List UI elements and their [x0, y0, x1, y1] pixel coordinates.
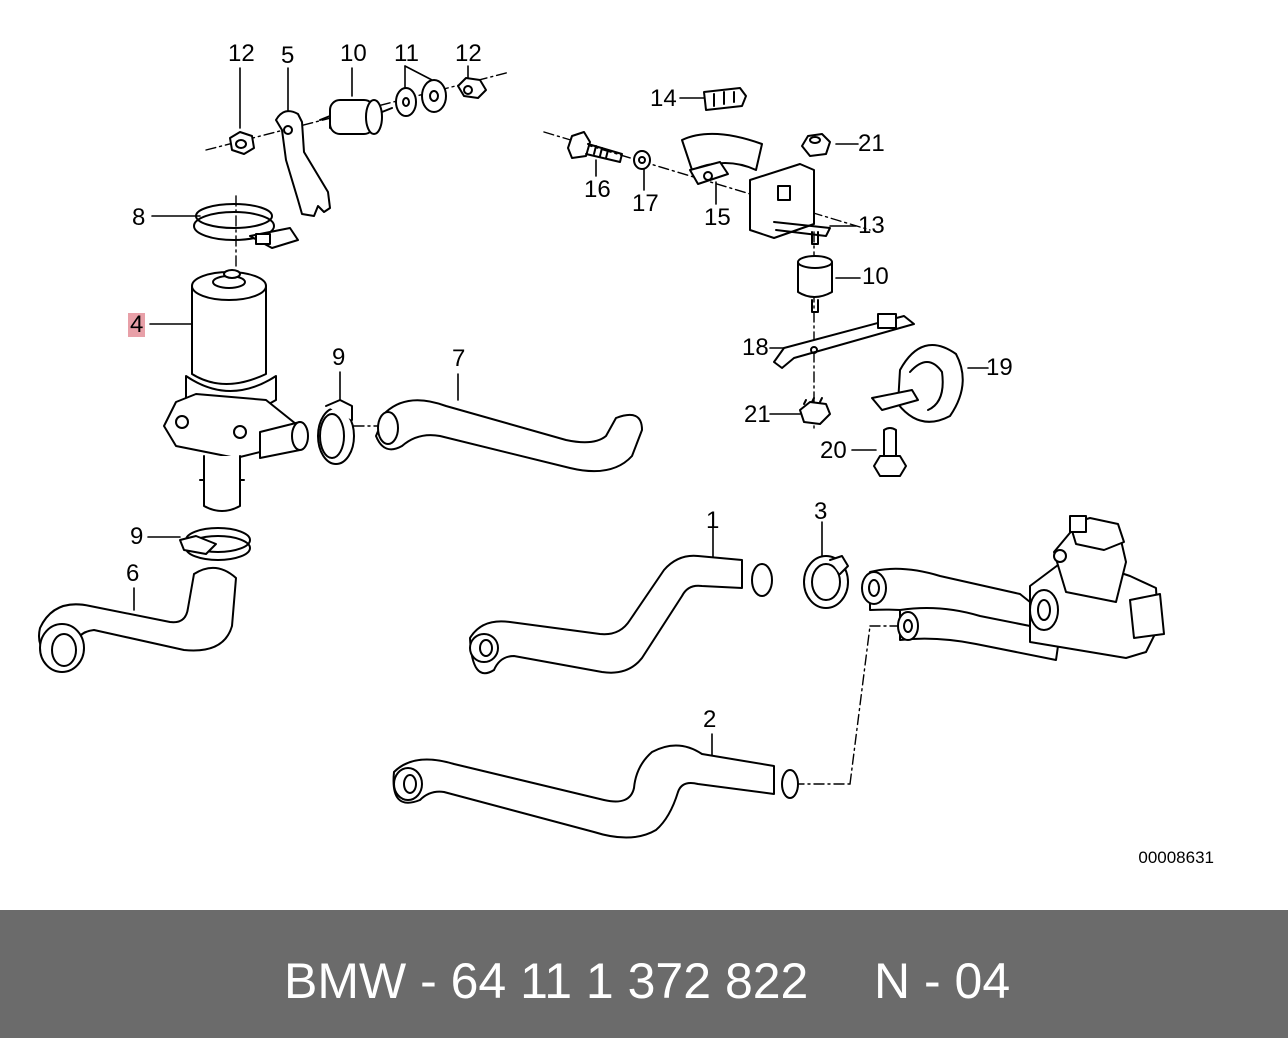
washers-part-11: [395, 79, 447, 117]
parts-diagram: 12 5 10 11 12 8 4 9 7 9 6 1 3 2 14 16 17…: [38, 40, 1214, 867]
nut-part-21-lower: [799, 397, 831, 425]
plate-part-18: [773, 313, 915, 369]
exploded-view-drawing: [38, 65, 1165, 839]
clip-part-14: [703, 87, 747, 111]
callout-14: 14: [650, 85, 677, 112]
part-info-banner: BMW - 64 11 1 372 822 N - 04: [0, 910, 1288, 1038]
callout-15: 15: [704, 204, 731, 231]
clamp-part-3: [803, 555, 849, 609]
callout-21: 21: [744, 401, 771, 428]
callout-16: 16: [584, 176, 611, 203]
washer-part-17: [633, 150, 651, 170]
callout-2: 2: [703, 706, 717, 733]
callout-5: 5: [281, 42, 295, 69]
callout-12: 12: [228, 40, 255, 67]
callout-19: 19: [986, 354, 1013, 381]
clamp-part-9-upper: [317, 399, 355, 465]
clamp-part-9-lower: [179, 527, 251, 561]
callout-11: 11: [394, 40, 419, 67]
callout-18: 18: [742, 334, 769, 361]
damper-part-10-left: [319, 99, 393, 135]
callout-9: 9: [332, 344, 346, 371]
callout-10: 10: [862, 263, 889, 290]
nut-part-12-left: [229, 131, 255, 155]
callout-21: 21: [858, 130, 885, 157]
pump-part-4: [163, 269, 309, 512]
damper-part-10-right: [797, 231, 833, 313]
position-code: N - 04: [874, 953, 1011, 1009]
callout-10: 10: [340, 40, 367, 67]
callout-8: 8: [132, 204, 146, 231]
bolt-part-16: [567, 131, 623, 163]
diagram-reference-number: 00008631: [1138, 848, 1214, 867]
callout-13: 13: [858, 212, 885, 239]
hose-part-6: [38, 567, 237, 673]
callout-17: 17: [632, 190, 659, 217]
hose-part-2: [392, 744, 799, 839]
clamp-part-8: [193, 203, 299, 249]
callout-6: 6: [126, 560, 140, 587]
hose-part-7: [375, 399, 643, 473]
callout-9: 9: [130, 523, 144, 550]
callout-3: 3: [814, 498, 828, 525]
callout-12: 12: [455, 40, 482, 67]
nut-part-12-right: [457, 77, 487, 99]
bracket-part-13: [749, 163, 831, 239]
strap-part-15: [681, 132, 763, 185]
part-number: BMW - 64 11 1 372 822: [284, 953, 809, 1009]
callout-20: 20: [820, 437, 847, 464]
mount-part-19: [871, 344, 964, 423]
callout-4-highlighted: 4: [128, 311, 146, 338]
hose-part-1: [469, 554, 773, 675]
callout-1: 1: [706, 507, 720, 534]
valve-assembly: [861, 515, 1165, 661]
bracket-part-5: [275, 110, 331, 217]
bolt-part-20: [873, 427, 907, 477]
callout-7: 7: [452, 345, 466, 372]
nut-part-21-top: [801, 133, 831, 157]
